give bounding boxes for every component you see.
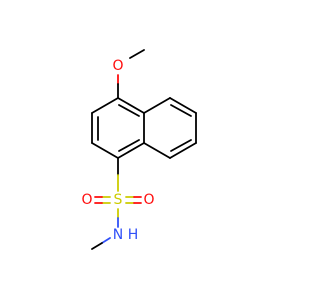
bond-c4-c3 [91,97,119,114]
amide-nitrogen-label: N [113,227,123,243]
bond-c7-c8-double [170,139,192,152]
bond-c1-c8a [117,142,145,159]
bond-methyl-o [129,49,145,59]
amide-hydrogen-label: H [128,227,139,243]
bond-c4a-c5 [143,97,171,114]
structure-canvas: O S O O N H [81,49,197,250]
molecule-diagram: O S O O N H [81,49,197,250]
sulfonyl-oxygen-right-label: O [143,192,154,208]
bond-c4a-c4-double [118,104,140,117]
methoxy-oxygen-label: O [112,58,123,74]
bond-c8-c8a [143,142,171,159]
bond-n-methyl-c-half [91,242,103,250]
bond-c5-c6-double [170,104,192,117]
bond-c2-c1 [91,142,119,159]
bond-c4a-c4 [117,97,145,114]
bond-c5-c6 [169,97,197,114]
sulfur-label: S [114,192,123,208]
bond-c7-c8 [169,142,197,159]
bond-n-methyl-n-half [101,237,111,244]
bond-c1-c8a-double [118,139,140,152]
sulfonyl-oxygen-left-label: O [81,192,92,208]
